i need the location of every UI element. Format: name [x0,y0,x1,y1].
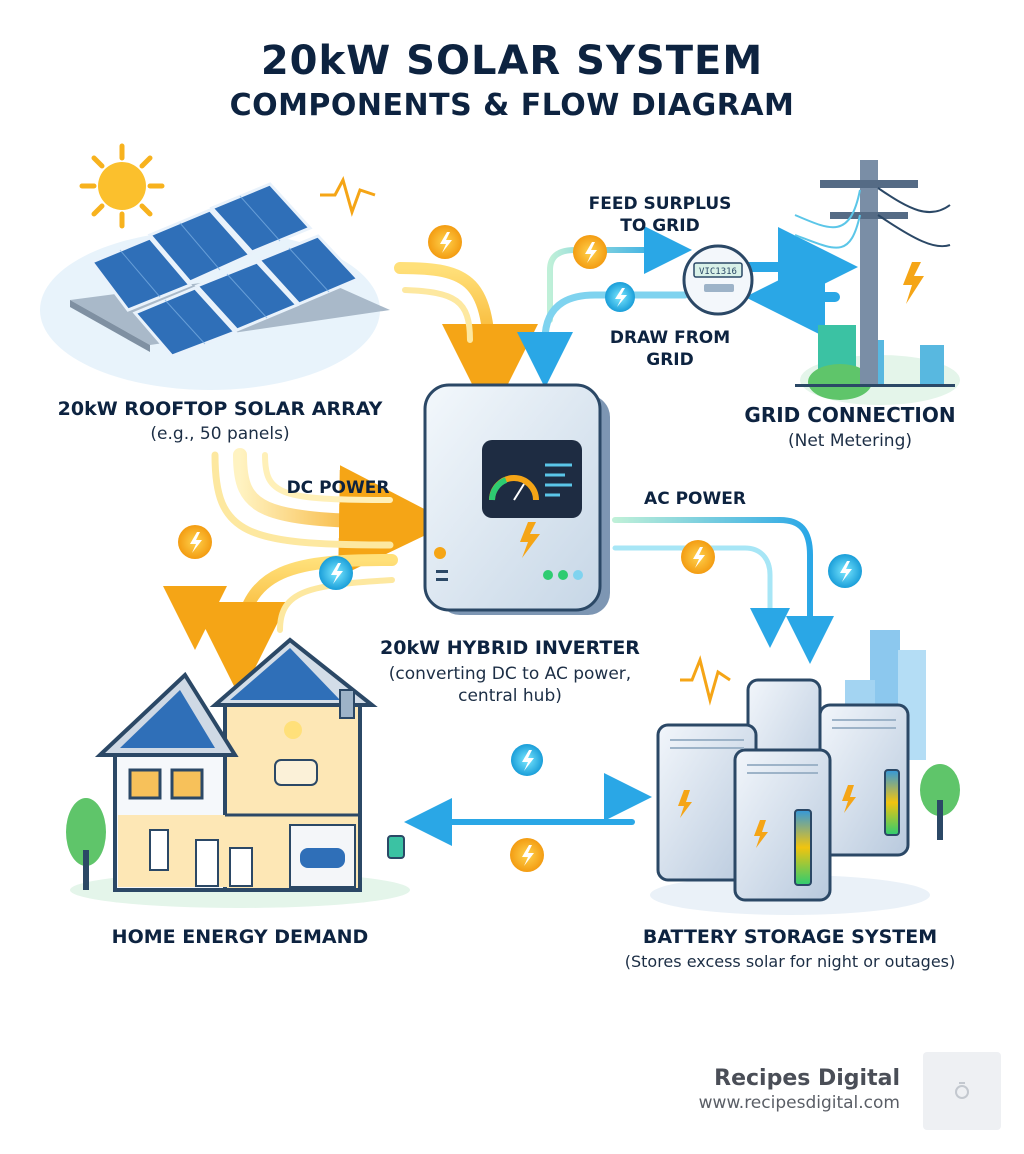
solar-array [40,182,390,390]
dc-power-flow [211,448,451,578]
feed-surplus-label: FEED SURPLUS TO GRID [560,193,760,237]
hybrid-inverter [423,383,610,615]
tree-icon [66,798,106,890]
logo-mark-icon [955,1082,969,1099]
brand-name: Recipes Digital [714,1066,900,1091]
solar-array-label: 20kW ROOFTOP SOLAR ARRAY [57,398,383,420]
draw-from-grid-line1: DRAW FROM [609,328,731,348]
grid-connection-label: GRID CONNECTION [744,403,956,427]
meter-display-text: VIC1316 [699,267,737,277]
ac-power-flow [612,517,834,664]
inverter-sublabel-2: central hub) [458,686,562,706]
draw-from-grid-label: DRAW FROM GRID [570,327,770,371]
house-icon [70,637,410,908]
meter-icon: VIC1316 [682,244,754,316]
dc-power-label: DC POWER [286,478,390,498]
battery-storage-sublabel: (Stores excess solar for night or outage… [624,952,956,971]
diagram-subtitle: COMPONENTS & FLOW DIAGRAM [229,88,795,123]
pulse-icon [320,176,376,217]
feed-surplus-line1: FEED SURPLUS [588,194,732,214]
battery-storage-label: BATTERY STORAGE SYSTEM [642,926,938,948]
draw-from-grid-line2: GRID [646,350,694,370]
solar-array-sublabel: (e.g., 50 panels) [150,424,290,444]
bolt-icon [178,225,862,872]
brand-logo [923,1052,1001,1130]
diagram-title: 20kW SOLAR SYSTEM [260,38,764,84]
feed-surplus-line2: TO GRID [620,216,700,236]
brand-url: www.recipesdigital.com [698,1093,900,1113]
ac-power-label: AC POWER [644,489,746,509]
home-battery-flow [404,773,652,846]
inverter-label: 20kW HYBRID INVERTER [380,637,640,659]
battery-icon [650,655,930,915]
draw-from-grid-flow [517,257,840,388]
solar-to-inverter-flow [394,262,538,420]
sun-icon [79,143,165,229]
inverter-sublabel-1: (converting DC to AC power, [388,664,632,684]
home-energy-label: HOME ENERGY DEMAND [111,926,369,948]
grid-connection-sublabel: (Net Metering) [787,431,913,451]
power-pole-icon [794,160,960,405]
